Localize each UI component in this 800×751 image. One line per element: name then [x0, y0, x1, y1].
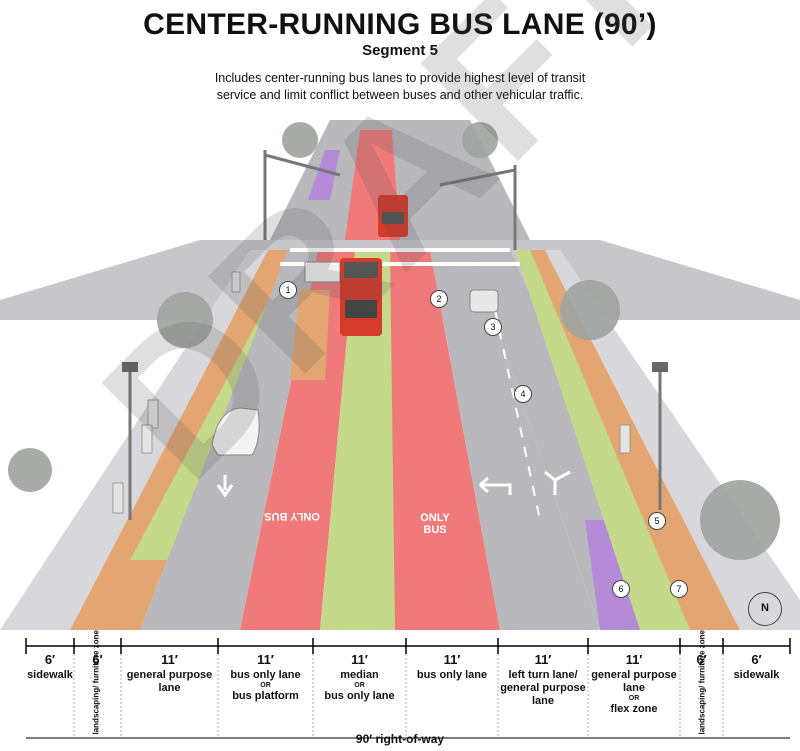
- column-general-lane-left: 11′ general purpose lane: [121, 652, 218, 730]
- column-sidewalk-left: 6′ sidewalk: [26, 652, 74, 730]
- column-width: 11′: [257, 652, 274, 667]
- column-label-a: general purpose lane: [591, 669, 677, 694]
- car-right: [469, 289, 499, 313]
- trees: [8, 122, 780, 560]
- callout-1: 1: [279, 281, 297, 299]
- landscape-right: [530, 250, 740, 630]
- column-width: 11′: [625, 652, 643, 667]
- column-label: general purpose lane OR flex zone: [588, 669, 680, 716]
- column-landscaping-right: 6′ landscaping/ furniture zone: [680, 630, 723, 734]
- callout-2: 2: [430, 290, 448, 308]
- column-label-or: OR: [354, 682, 365, 689]
- description-line-2: service and limit conflict between buses…: [216, 88, 584, 102]
- column-label-b: flex zone: [610, 703, 658, 715]
- column-width: 6′: [92, 652, 103, 667]
- column-label-a: bus only lane: [230, 669, 301, 681]
- dimension-lines: [25, 638, 791, 739]
- column-label-or: OR: [628, 695, 640, 702]
- page-title: CENTER-RUNNING BUS LANE (90’): [143, 8, 657, 41]
- bus-platform: [290, 290, 330, 380]
- lane-divider: [494, 309, 541, 521]
- streetlight-right: [652, 362, 668, 510]
- bus-far: [378, 195, 408, 237]
- column-median: 11′ median OR bus only lane: [313, 652, 406, 730]
- column-label: sidewalk: [733, 669, 780, 681]
- column-width: 11′: [161, 652, 178, 667]
- bus-lane-right: [390, 250, 500, 630]
- bus-lane-marking-right-line-2: BUS: [423, 524, 447, 536]
- callout-5: 5: [648, 512, 666, 530]
- column-width: 11′: [443, 652, 461, 667]
- signal-mast-right: [439, 165, 517, 250]
- column-general-or-flex: 11′ general purpose lane OR flex zone: [588, 652, 680, 730]
- far-flex-zone: [308, 150, 340, 200]
- streetlight-left: [122, 362, 138, 520]
- column-label-vertical: landscaping/ furniture zone: [91, 630, 101, 735]
- turn-arrow-straight-left: [544, 470, 571, 495]
- column-label: general purpose lane: [126, 669, 213, 694]
- column-label: median OR bus only lane: [313, 669, 406, 703]
- callout-3: 3: [484, 318, 502, 336]
- bus-lane-marking-right-line-1: ONLY: [420, 512, 450, 524]
- column-width: 6′: [696, 652, 707, 667]
- column-label-b: bus only lane: [324, 690, 395, 702]
- crosswalk: [280, 248, 520, 266]
- column-label-b: bus platform: [232, 690, 299, 702]
- column-sidewalk-right: 6′ sidewalk: [723, 652, 790, 730]
- right-of-way-label: 90′ right-of-way: [355, 732, 445, 746]
- turn-arrow-left: [479, 476, 512, 495]
- column-bus-lane: 11′ bus only lane: [406, 652, 498, 730]
- callout-6: 6: [612, 580, 630, 598]
- page-subtitle: Segment 5: [362, 42, 438, 59]
- median: [320, 250, 410, 630]
- description-line-1: Includes center-running bus lanes to pro…: [214, 71, 586, 85]
- callout-7: 7: [670, 580, 688, 598]
- column-bus-lane-or-platform: 11′ bus only lane OR bus platform: [218, 652, 313, 730]
- column-width: 11′: [351, 652, 368, 667]
- bus-lane-marking-right: ONLY BUS: [405, 512, 465, 536]
- column-label: left turn lane/ general purpose lane: [500, 669, 586, 707]
- column-left-turn-lane: 11′ left turn lane/ general purpose lane: [498, 652, 588, 730]
- column-width: 6′: [751, 652, 762, 667]
- landscape-left: [70, 250, 288, 630]
- pedestrians: [112, 271, 631, 514]
- left-turn-lane: [430, 250, 600, 630]
- description: Includes center-running bus lanes to pro…: [200, 70, 600, 104]
- column-label-vertical: landscaping/ furniture zone: [697, 630, 707, 735]
- down-arrow: [216, 475, 234, 498]
- column-label-or: OR: [260, 682, 271, 689]
- column-label: sidewalk: [27, 669, 73, 681]
- dimension-labels: 6′ sidewalk 6′ landscaping/ furniture zo…: [0, 630, 800, 751]
- column-width: 6′: [44, 652, 56, 667]
- north-letter: N: [761, 602, 769, 614]
- column-width: 11′: [534, 652, 552, 667]
- column-landscaping-left: 6′ landscaping/ furniture zone: [74, 630, 121, 734]
- callout-4: 4: [514, 385, 532, 403]
- signal-mast-left: [263, 150, 341, 240]
- bus-near: [340, 258, 382, 336]
- column-label: bus only lane OR bus platform: [218, 669, 313, 703]
- column-label-a: median: [340, 669, 379, 681]
- bus-shelter: [304, 261, 341, 283]
- sidewalk-left: [0, 250, 268, 630]
- column-label: bus only lane: [416, 669, 488, 681]
- car-white: [211, 407, 260, 456]
- north-arrow: N: [748, 592, 782, 626]
- bus-lane-marking-left: ONLY BUS: [264, 510, 320, 522]
